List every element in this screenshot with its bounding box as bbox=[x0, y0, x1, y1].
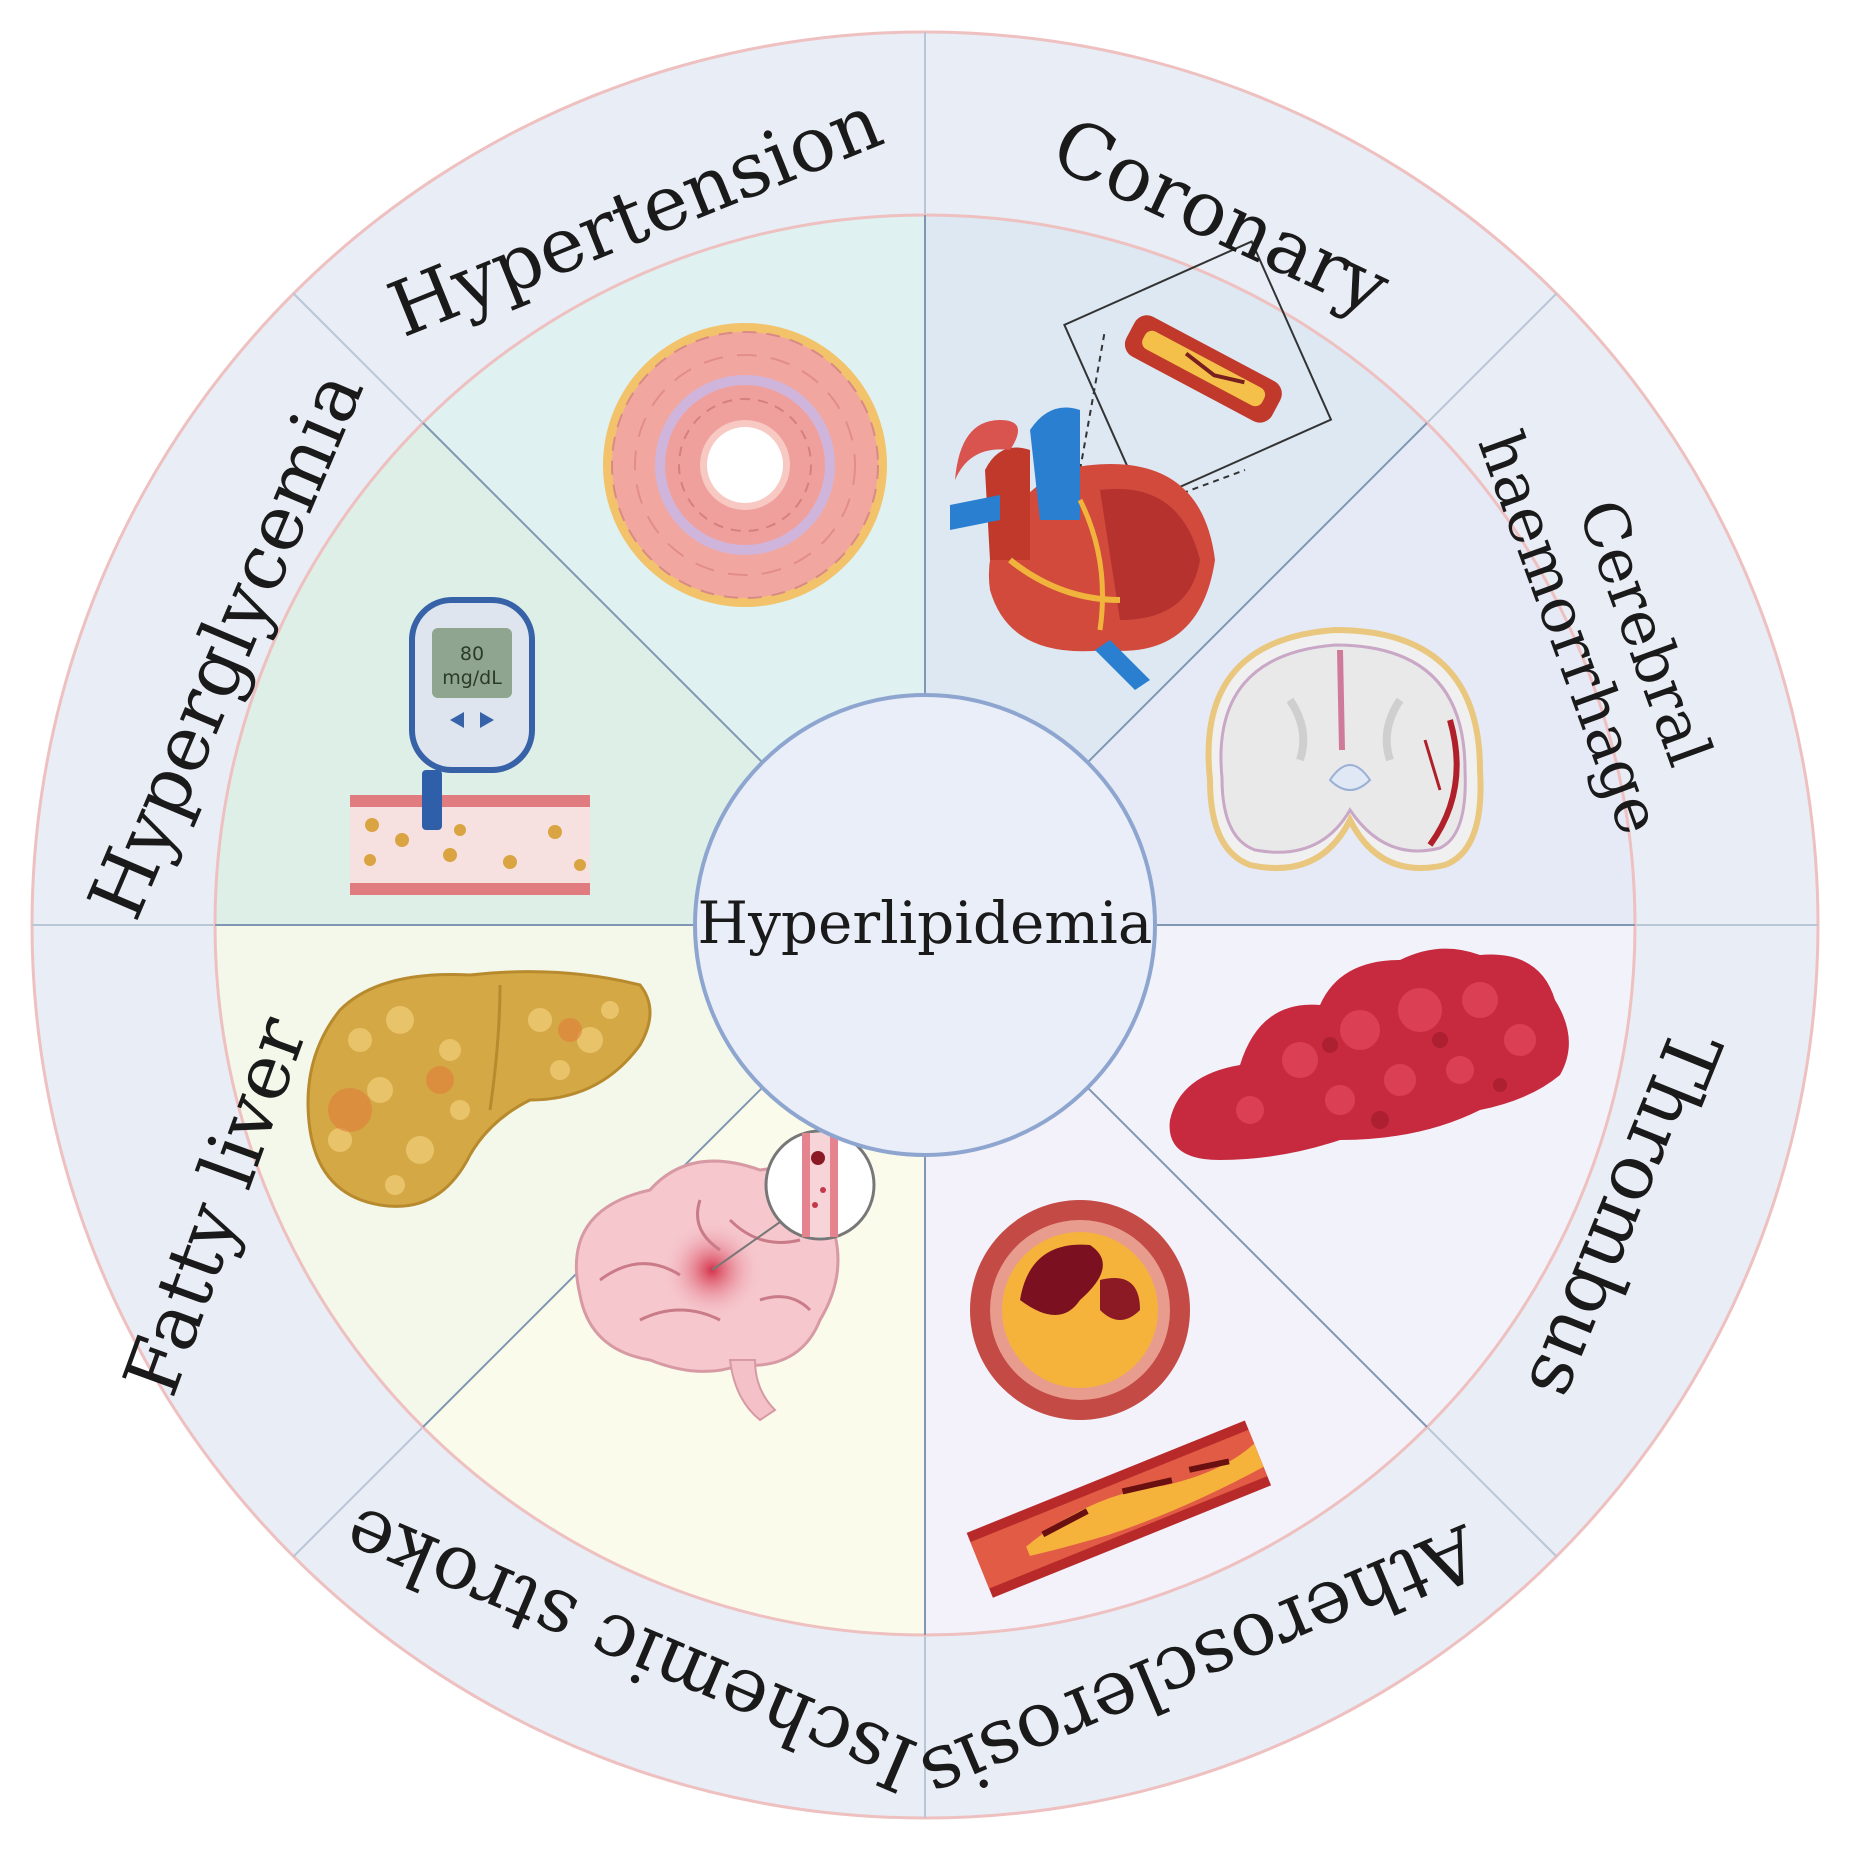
liver-icon bbox=[306, 970, 652, 1208]
brain-section-icon bbox=[1205, 626, 1484, 871]
brain-icon bbox=[574, 1129, 876, 1422]
sector-fill-thrombus bbox=[925, 925, 1635, 1633]
sector-fill-atherosclerosis bbox=[925, 925, 1633, 1635]
center-circle bbox=[693, 693, 1157, 1157]
artery-cross-section-icon bbox=[603, 323, 887, 607]
sector-fill-cerebral bbox=[925, 217, 1635, 925]
heart-icon bbox=[950, 240, 1333, 690]
meter-unit: mg/dL bbox=[442, 667, 502, 689]
plaque-artery-icon bbox=[966, 1200, 1272, 1598]
sector-fill-hypertension bbox=[217, 215, 925, 925]
meter-reading: 80 bbox=[460, 643, 484, 665]
sector-fill-fatty-liver bbox=[215, 925, 925, 1633]
blood-clot-icon bbox=[1169, 948, 1569, 1160]
center-title: Hyperlipidemia bbox=[698, 889, 1153, 957]
glucose-meter-icon: 80 mg/dL bbox=[350, 597, 590, 895]
sector-fill-coronary bbox=[925, 215, 1633, 925]
sector-fill-hyperglycemia bbox=[215, 217, 925, 925]
